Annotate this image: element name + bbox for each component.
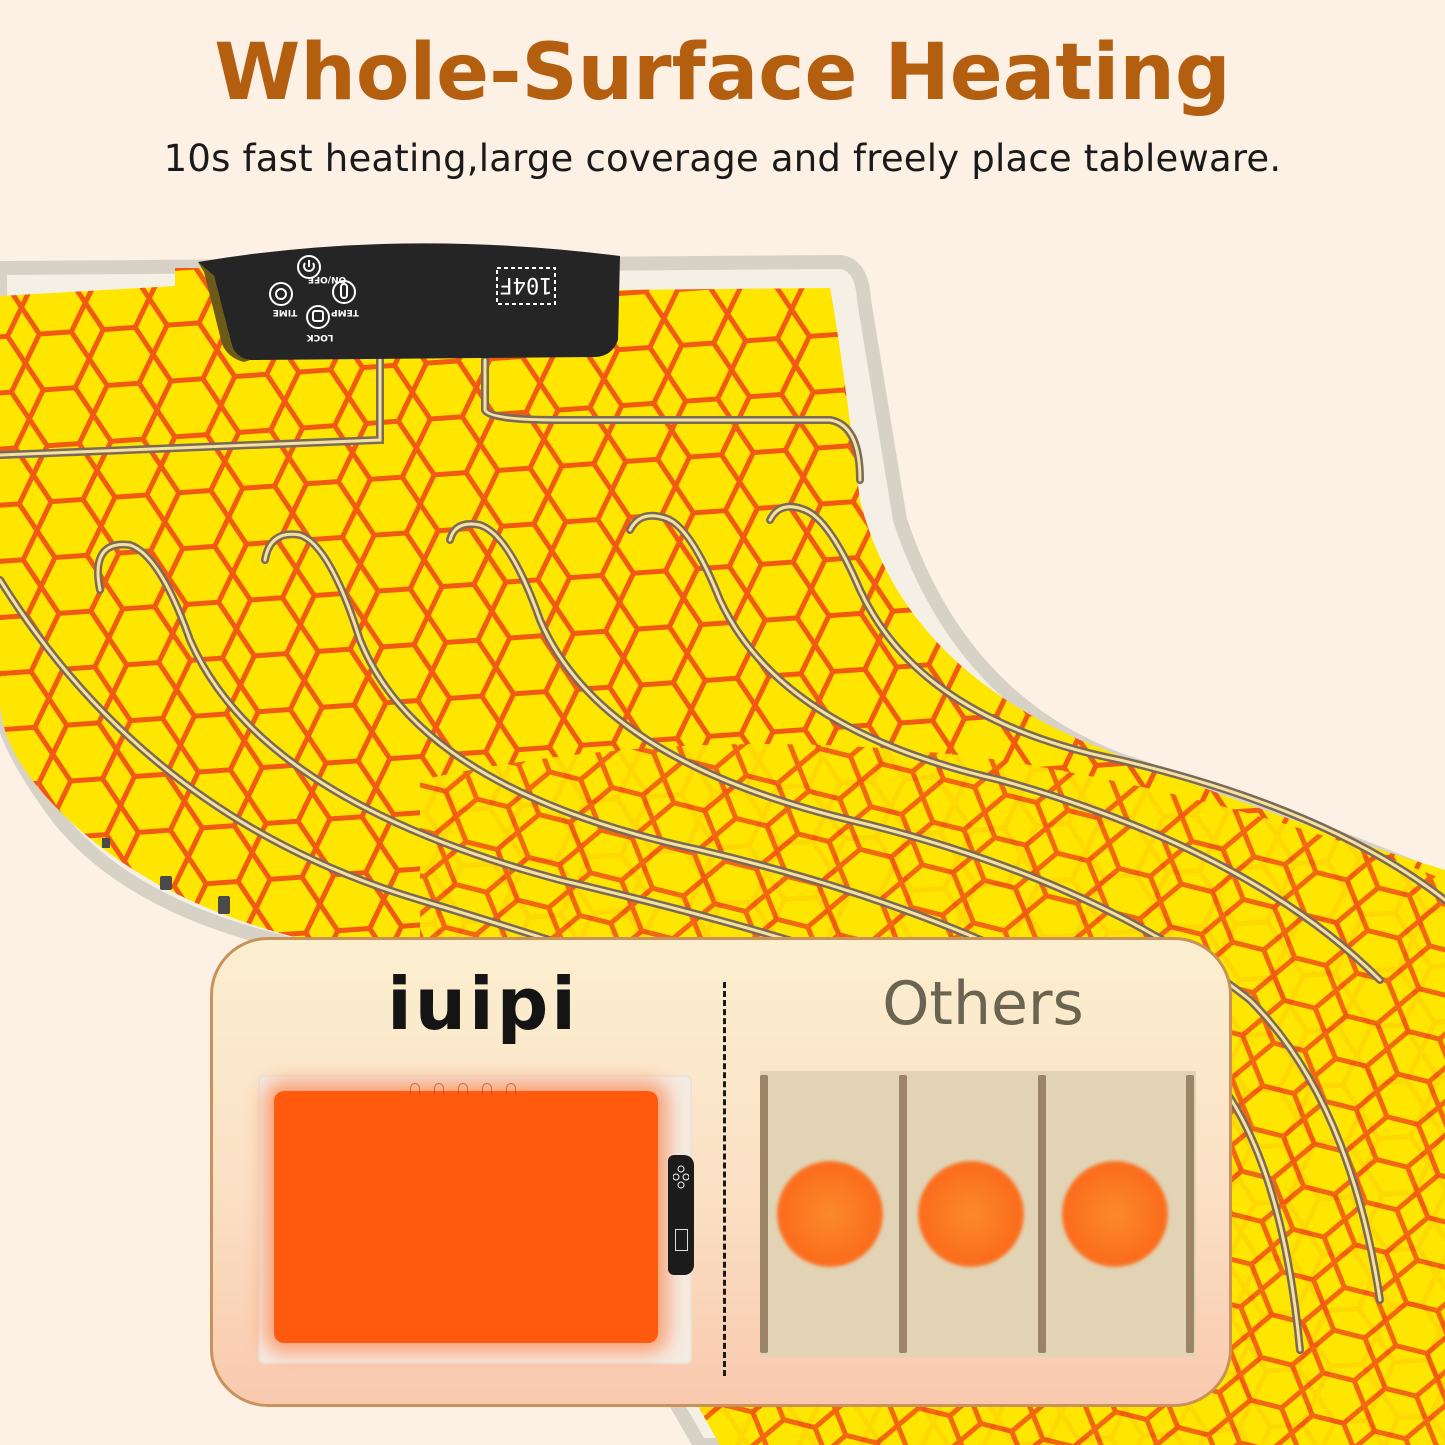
power-icon bbox=[297, 255, 321, 279]
onoff-label: ON/OFF bbox=[308, 274, 346, 284]
tray-divider bbox=[760, 1075, 768, 1353]
mini-buttons-icon bbox=[673, 1165, 689, 1189]
tray-divider bbox=[1186, 1075, 1194, 1353]
lock-icon bbox=[306, 305, 330, 329]
clock-icon bbox=[269, 282, 293, 306]
mini-control-panel bbox=[668, 1155, 694, 1275]
others-heating-trays bbox=[760, 1071, 1196, 1357]
brand-heating-plate bbox=[258, 1075, 694, 1364]
mini-display bbox=[675, 1229, 688, 1251]
flame-icon bbox=[458, 1083, 468, 1094]
flame-icon bbox=[410, 1083, 420, 1094]
mat-foot bbox=[102, 838, 110, 848]
mat-foot bbox=[160, 876, 172, 890]
others-label: Others bbox=[882, 969, 1084, 1039]
temp-label: TEMP bbox=[331, 307, 359, 317]
page-subtitle: 10s fast heating,large coverage and free… bbox=[163, 137, 1282, 180]
page-title: Whole-Surface Heating bbox=[214, 28, 1231, 118]
full-surface-heat-zone bbox=[274, 1091, 658, 1343]
thermometer-icon bbox=[332, 280, 356, 304]
mat-foot bbox=[218, 896, 230, 914]
temperature-value: 104F bbox=[500, 272, 553, 297]
comparison-divider bbox=[723, 982, 726, 1376]
time-label: TIME bbox=[273, 307, 298, 317]
control-panel: ON/OFF TEMP LOCK TIME 104F bbox=[198, 243, 620, 362]
heat-spot bbox=[777, 1161, 883, 1267]
flame-icon bbox=[482, 1083, 492, 1094]
heat-spot bbox=[1062, 1161, 1168, 1267]
lock-label: LOCK bbox=[306, 332, 334, 342]
brand-logo: iuipi bbox=[387, 962, 579, 1046]
tray-divider bbox=[899, 1075, 907, 1353]
heat-level-indicators bbox=[410, 1083, 516, 1094]
comparison-card: iuipi Others bbox=[210, 937, 1232, 1407]
tray-divider bbox=[1038, 1075, 1046, 1353]
flame-icon bbox=[434, 1083, 444, 1094]
temperature-display bbox=[496, 267, 556, 305]
heat-spot bbox=[918, 1161, 1024, 1267]
flame-icon bbox=[506, 1083, 516, 1094]
